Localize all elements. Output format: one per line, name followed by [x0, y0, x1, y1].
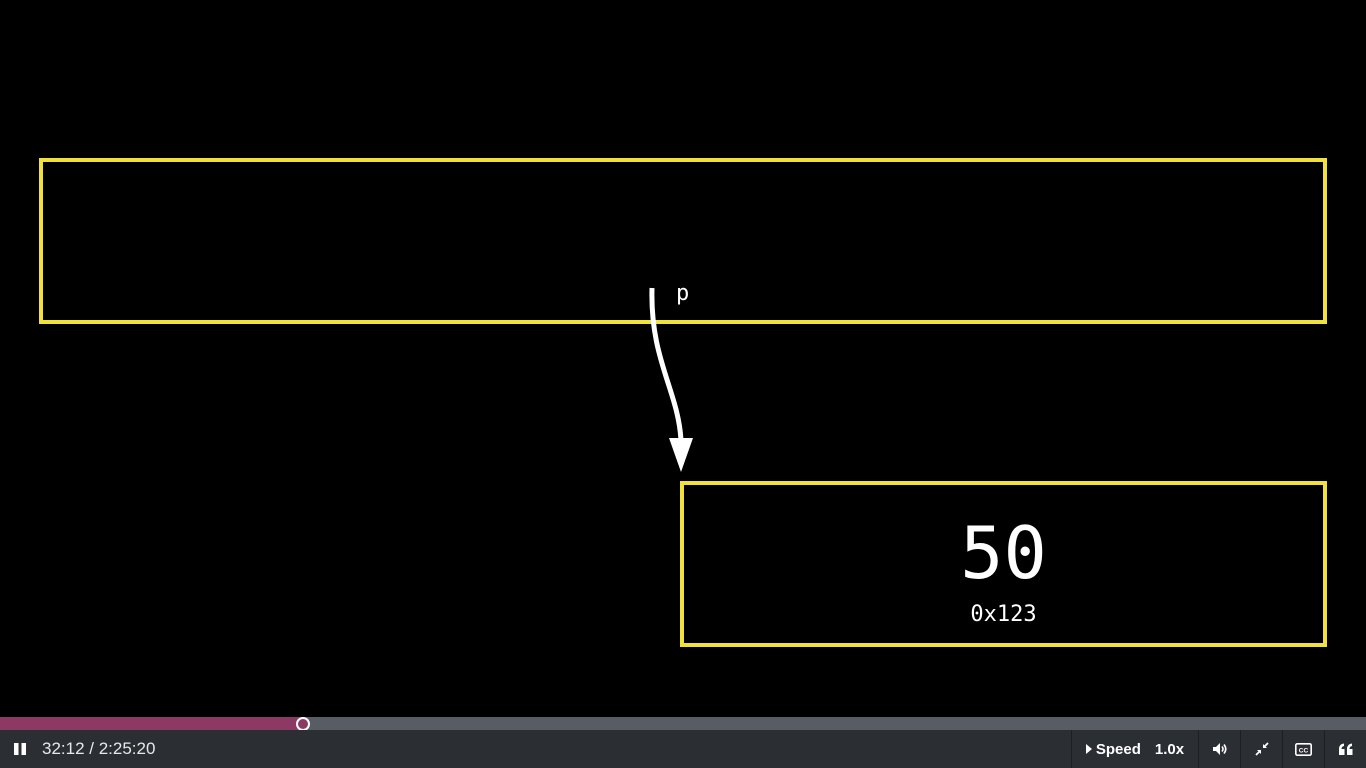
pointer-arrow-head: [669, 438, 693, 472]
speed-control-button[interactable]: Speed 1.0x: [1071, 730, 1199, 768]
time-readout: 32:12 / 2:25:20: [42, 739, 156, 758]
pause-icon: [14, 743, 26, 755]
pointer-variable-label: p: [676, 281, 690, 306]
video-frame[interactable]: p 50 0x123: [0, 0, 1366, 717]
exit-fullscreen-icon: [1254, 742, 1269, 756]
volume-button[interactable]: [1199, 730, 1241, 768]
heap-value: 50: [960, 511, 1047, 595]
triangle-right-icon: [1085, 744, 1092, 754]
closed-captions-button[interactable]: CC: [1283, 730, 1325, 768]
speed-label: Speed: [1095, 740, 1141, 758]
pause-button[interactable]: [8, 730, 32, 768]
transcript-button[interactable]: [1325, 730, 1366, 768]
svg-text:CC: CC: [1299, 747, 1309, 754]
heap-address: 0x123: [970, 602, 1037, 627]
progress-bar[interactable]: [0, 717, 1366, 731]
quote-icon: [1338, 743, 1352, 755]
exit-fullscreen-button[interactable]: [1241, 730, 1283, 768]
heap-memory-box: 50 0x123: [680, 481, 1327, 647]
player-controls: 32:12 / 2:25:20 Speed 1.0x CC: [0, 730, 1366, 768]
progress-played: [0, 717, 303, 730]
volume-icon: [1212, 743, 1227, 755]
closed-captions-icon: CC: [1295, 742, 1312, 756]
progress-scrubber-handle[interactable]: [295, 717, 310, 731]
speed-value: 1.0x: [1154, 740, 1185, 758]
